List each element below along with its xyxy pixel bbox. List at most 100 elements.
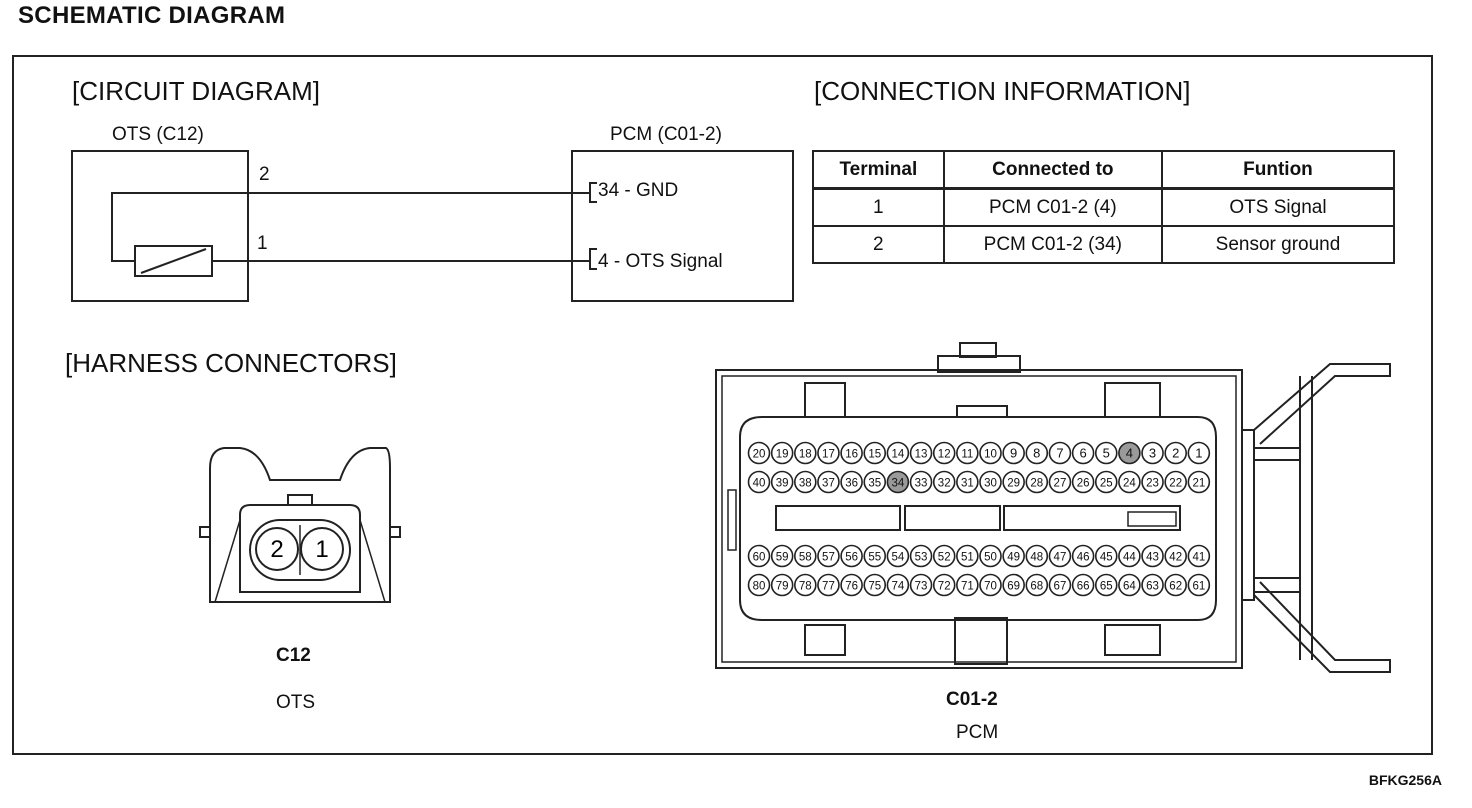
c01-2-pin-label: 72: [938, 581, 951, 593]
c12-code-label: C12: [276, 645, 311, 666]
c01-2-pin-label: 76: [845, 581, 858, 593]
c01-2-pin-label: 41: [1192, 552, 1205, 564]
c01-2-pin-28: [1025, 470, 1049, 494]
c01-2-pin-79: [770, 573, 794, 597]
c01-2-pin-23: [1141, 470, 1164, 494]
table-row: 2 PCM C01-2 (34) Sensor ground: [812, 225, 1396, 264]
table-cell: OTS Signal: [1160, 187, 1396, 227]
c01-2-name-label: PCM: [956, 722, 999, 743]
c01-2-pin-label: 19: [776, 449, 789, 461]
pcm-terminal-4: [589, 248, 597, 270]
c01-2-pin-label: 63: [1146, 581, 1159, 593]
c01-2-pin-43: [1141, 544, 1164, 568]
pcm-terminal-34: [589, 182, 597, 203]
c01-2-pin-45: [1094, 544, 1118, 568]
c01-2-pin-69: [1002, 573, 1025, 597]
c01-2-pin-54: [886, 544, 910, 568]
c01-2-pin-49: [1002, 544, 1025, 568]
c01-2-pin-label: 49: [1007, 552, 1020, 564]
c01-2-pin-75: [863, 573, 887, 597]
c01-2-pin-50: [979, 544, 1002, 568]
c12-pin-2: [255, 527, 299, 571]
c01-2-pin-61: [1187, 573, 1211, 597]
c01-2-pin-72: [932, 573, 956, 597]
c01-2-pin-70: [979, 573, 1002, 597]
c01-2-pin-label: 23: [1146, 478, 1159, 490]
c01-2-pin-label: 51: [961, 552, 974, 564]
c01-2-pin-label: 22: [1169, 478, 1182, 490]
c01-2-pin-26: [1071, 470, 1095, 494]
c01-2-pin-62: [1164, 573, 1187, 597]
c01-2-pin-67: [1048, 573, 1072, 597]
c01-2-pin-27: [1048, 470, 1072, 494]
c01-2-pin-34: [886, 470, 910, 494]
c01-2-pin-label: 69: [1007, 581, 1020, 593]
c01-2-pin-41: [1187, 544, 1211, 568]
c01-2-pin-label: 30: [984, 478, 997, 490]
c01-2-pin-13: [909, 441, 933, 465]
c01-2-pin-4: [1118, 441, 1141, 465]
table-header-terminal: Terminal: [812, 150, 945, 190]
c01-2-pin-label: 74: [892, 581, 905, 593]
c01-2-pin-2: [1164, 441, 1187, 465]
c01-2-pin-label: 35: [868, 478, 881, 490]
c01-2-pin-label: 50: [984, 552, 997, 564]
c01-2-pin-42: [1164, 544, 1187, 568]
c01-2-pin-label: 8: [1033, 446, 1040, 461]
c01-2-pin-label: 48: [1030, 552, 1043, 564]
c01-2-pin-label: 80: [753, 581, 766, 593]
c01-2-pin-label: 26: [1077, 478, 1090, 490]
c01-2-pin-21: [1187, 470, 1211, 494]
diagram-id: BFKG256A: [1368, 772, 1442, 788]
diagram-frame: [12, 55, 1433, 755]
c01-2-pin-label: 4: [1126, 446, 1133, 461]
ground-wire: [111, 192, 590, 262]
c01-2-pin-label: 77: [822, 581, 835, 593]
c12-pin-2-label: 2: [270, 536, 283, 563]
c01-2-pin-58: [793, 544, 817, 568]
c01-2-pin-label: 57: [822, 552, 835, 564]
table-cell: PCM C01-2 (4): [942, 187, 1163, 227]
c01-2-pin-40: [747, 470, 771, 494]
c01-2-pin-label: 32: [938, 478, 951, 490]
c01-2-pin-30: [979, 470, 1002, 494]
c01-2-pin-6: [1071, 441, 1095, 465]
c01-2-pin-66: [1071, 573, 1095, 597]
c01-2-pin-label: 66: [1077, 581, 1090, 593]
c01-2-pin-59: [770, 544, 794, 568]
c01-2-pin-65: [1094, 573, 1118, 597]
c01-2-pin-label: 31: [961, 478, 974, 490]
c01-2-pin-39: [770, 470, 794, 494]
c01-2-pin-1: [1187, 441, 1211, 465]
c01-2-pin-label: 28: [1030, 478, 1043, 490]
c01-2-pin-68: [1025, 573, 1049, 597]
c01-2-pin-71: [956, 573, 979, 597]
c01-2-pin-label: 16: [845, 449, 858, 461]
c01-2-pin-label: 36: [845, 478, 858, 490]
pcm-box: [571, 150, 794, 302]
c01-2-pin-label: 47: [1054, 552, 1067, 564]
c01-2-pin-label: 20: [753, 449, 766, 461]
c01-2-pin-7: [1048, 441, 1072, 465]
c01-2-pin-76: [840, 573, 863, 597]
c01-2-pin-label: 67: [1054, 581, 1067, 593]
c12-pin-1-label: 1: [315, 536, 328, 563]
c01-2-pin-80: [747, 573, 771, 597]
c01-2-pin-label: 71: [961, 581, 974, 593]
c01-2-pin-9: [1002, 441, 1025, 465]
c01-2-pin-label: 42: [1169, 552, 1182, 564]
c01-2-pin-16: [840, 441, 863, 465]
c01-2-pin-label: 27: [1054, 478, 1067, 490]
c01-2-pin-label: 14: [892, 449, 905, 461]
c01-2-pin-36: [840, 470, 863, 494]
c01-2-pin-10: [979, 441, 1002, 465]
c01-2-pin-label: 65: [1100, 581, 1113, 593]
c01-2-pin-3: [1141, 441, 1164, 465]
c01-2-pin-label: 34: [892, 478, 905, 490]
harness-connectors-heading: [HARNESS CONNECTORS]: [65, 348, 397, 378]
c01-2-pin-8: [1025, 441, 1049, 465]
c01-2-pin-label: 11: [961, 449, 973, 461]
table-header-row: Terminal Connected to Funtion: [812, 150, 1396, 190]
c01-2-pin-46: [1071, 544, 1095, 568]
